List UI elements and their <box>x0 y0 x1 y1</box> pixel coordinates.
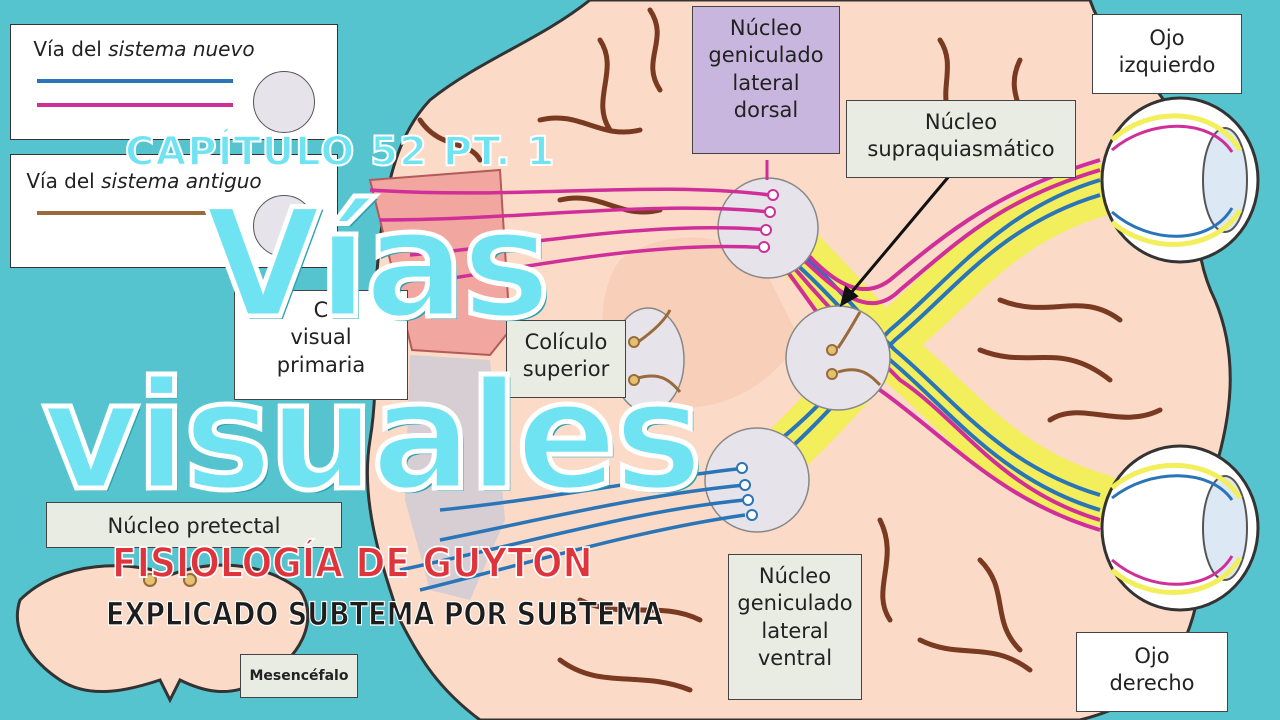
label-suprachiasmatic: Núcleo supraquiasmático <box>846 100 1076 178</box>
legend-old-prefix: Vía del <box>26 169 102 193</box>
label-ventral-lgn-line2: geniculado <box>737 591 853 616</box>
label-dorsal-lgn-line2: geniculado <box>708 43 824 68</box>
right-eye-drawing <box>1100 444 1260 612</box>
label-mesencephalon-text: Mesencéfalo <box>249 668 349 684</box>
legend-new-prefix: Vía del <box>33 37 109 61</box>
label-right-eye-line2: derecho <box>1109 671 1195 696</box>
label-supra-line2: supraquiasmático <box>867 137 1055 162</box>
midbrain-region <box>405 355 505 600</box>
label-colliculus-line2: superior <box>522 357 610 382</box>
label-cortex-line3: primaria <box>276 352 366 377</box>
legend-circle-icon-2 <box>253 195 315 257</box>
label-left-eye: Ojo izquierdo <box>1092 14 1242 94</box>
lgn-nodes <box>758 189 779 253</box>
label-cortex-line2: visual <box>290 325 352 350</box>
suprachiasmatic-circle <box>785 305 891 411</box>
label-right-eye-line1: Ojo <box>1134 644 1170 668</box>
legend-magenta-line <box>37 103 233 107</box>
title-line-1: Vías <box>202 178 553 352</box>
label-superior-colliculus: Colículo superior <box>506 320 626 398</box>
legend-old-system: Vía del sistema antiguo <box>10 154 338 268</box>
label-dorsal-lgn-line4: dorsal <box>733 97 799 122</box>
label-pretectal: Núcleo pretectal <box>46 502 342 548</box>
pointer-arrows <box>765 160 952 308</box>
legend-brown-line <box>37 211 233 215</box>
label-left-eye-line1: Ojo <box>1149 26 1185 50</box>
label-visual-cortex: C visual primaria <box>234 290 408 400</box>
new-pathway-blue <box>399 466 746 592</box>
ventral-lgn-circle <box>704 427 810 533</box>
label-pretectal-text: Núcleo pretectal <box>107 514 281 538</box>
legend-new-title: Vía del sistema nuevo <box>11 37 277 61</box>
label-ventral-lgn-line1: Núcleo <box>758 564 832 588</box>
legend-new-italic: sistema nuevo <box>108 37 255 61</box>
label-ventral-lgn: Núcleo geniculado lateral ventral <box>728 554 862 700</box>
label-cortex-line1: C <box>313 298 329 322</box>
tagline: EXPLICADO SUBTEMA POR SUBTEMA <box>105 595 664 634</box>
optic-fibers <box>758 158 1101 532</box>
legend-blue-line <box>37 79 233 83</box>
legend-old-italic: sistema antiguo <box>101 169 262 193</box>
old-pathway-nodes <box>628 336 838 386</box>
chapter-heading: CAPÍTULO 52 PT. 1 <box>124 129 556 175</box>
label-dorsal-lgn: Núcleo geniculado lateral dorsal <box>692 6 840 154</box>
new-pathway-magenta <box>369 187 771 282</box>
legend-circle-icon <box>253 71 315 133</box>
label-supra-line1: Núcleo <box>924 110 998 134</box>
label-dorsal-lgn-line1: Núcleo <box>729 16 803 40</box>
label-dorsal-lgn-line3: lateral <box>732 70 800 95</box>
label-left-eye-line2: izquierdo <box>1118 53 1216 78</box>
subtitle: FISIOLOGÍA DE GUYTON <box>111 539 593 588</box>
legend-new-system: Vía del sistema nuevo <box>10 24 338 140</box>
label-mesencephalon: Mesencéfalo <box>240 654 358 698</box>
label-ventral-lgn-line3: lateral <box>761 618 829 643</box>
label-right-eye: Ojo derecho <box>1076 632 1228 712</box>
title-line-2: visuales <box>40 350 706 524</box>
label-ventral-lgn-line4: ventral <box>757 645 833 670</box>
label-colliculus-line1: Colículo <box>524 330 608 354</box>
lgn-nodes-ventral <box>736 462 758 521</box>
legend-old-title: Vía del sistema antiguo <box>11 169 277 193</box>
midbrain-nodes <box>143 573 197 587</box>
left-eye-drawing <box>1100 96 1260 264</box>
old-pathway-brown <box>637 309 882 393</box>
